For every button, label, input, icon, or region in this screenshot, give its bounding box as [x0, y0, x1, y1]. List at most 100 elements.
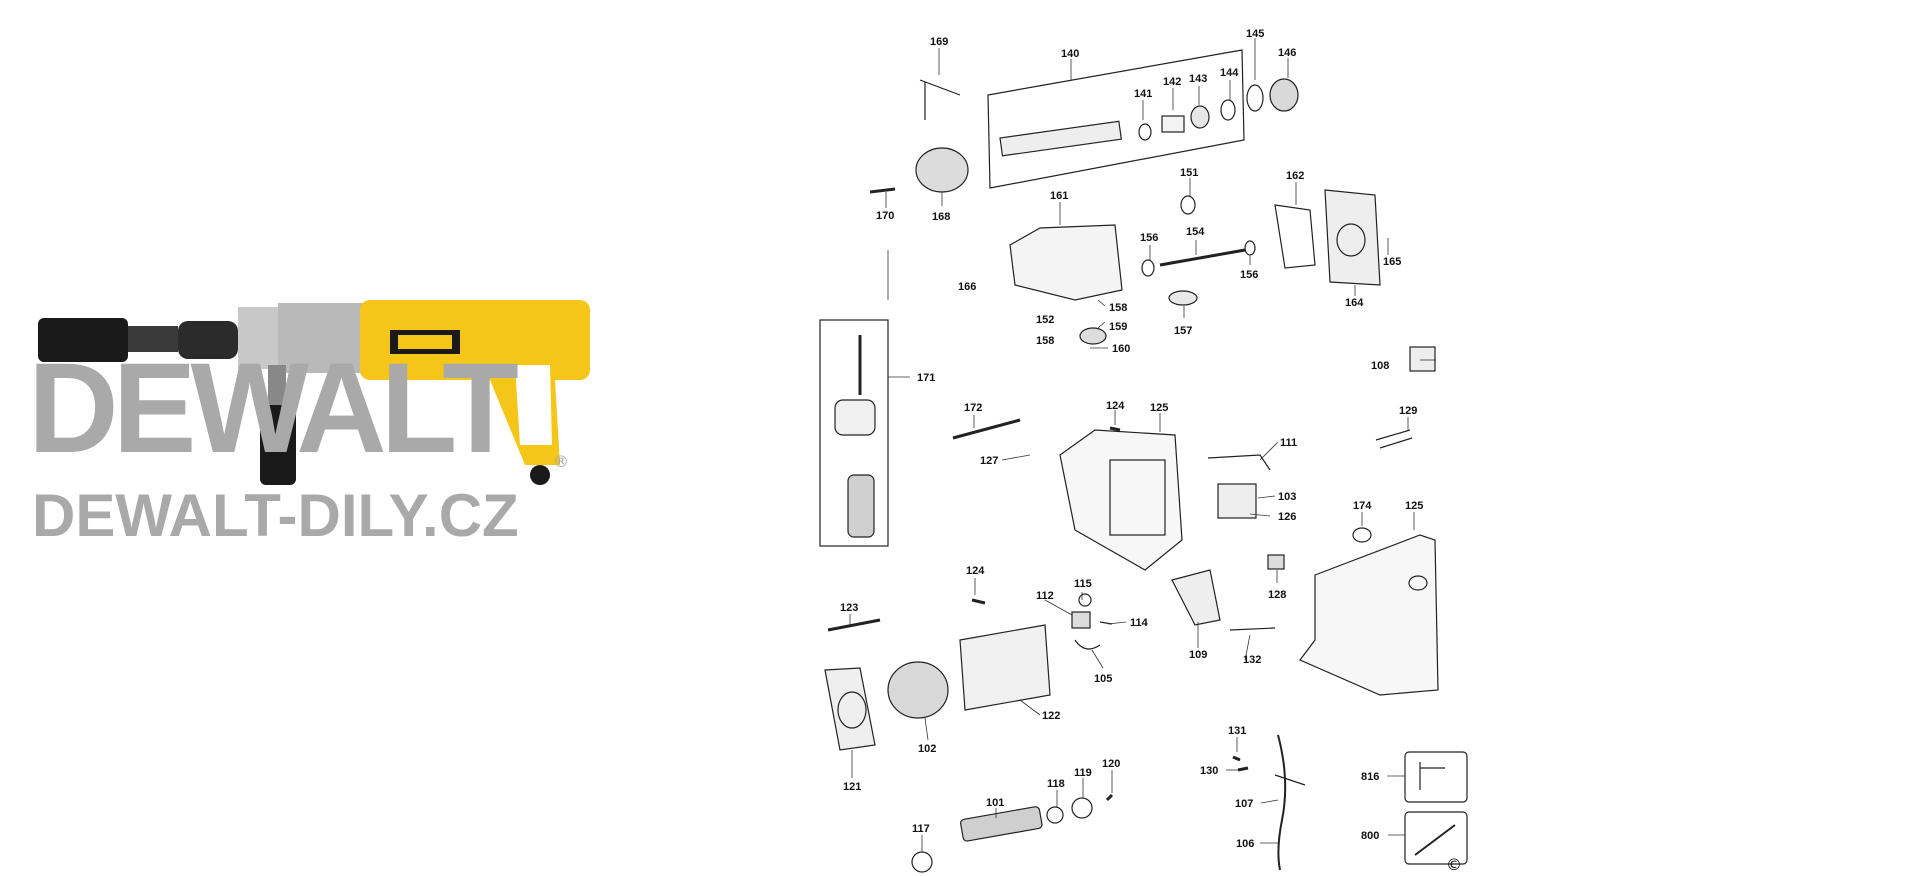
side-handle-frame	[819, 319, 889, 547]
label-130: 130	[1200, 765, 1218, 777]
label-128: 128	[1268, 589, 1286, 601]
handle-clamp	[834, 399, 876, 436]
screw-123	[827, 618, 881, 632]
part-159	[1079, 327, 1107, 345]
label-161: 161	[1050, 190, 1068, 202]
screw-120	[1105, 793, 1114, 802]
label-146: 146	[1278, 47, 1296, 59]
label-160: 160	[1112, 343, 1130, 355]
chuck	[178, 321, 238, 359]
label-151: 151	[1180, 167, 1198, 179]
cover-162	[1274, 204, 1316, 269]
label-140: 140	[1061, 48, 1079, 60]
brush-108	[1409, 346, 1436, 372]
field-102	[887, 661, 949, 719]
item-816	[1419, 762, 1445, 790]
label-120: 120	[1102, 758, 1120, 770]
bracket-111	[1207, 454, 1271, 471]
grip-171	[847, 474, 875, 538]
end-plate-121	[824, 667, 876, 751]
chuck-168	[915, 147, 969, 193]
spring-105	[1074, 639, 1101, 650]
item-800	[1414, 824, 1456, 856]
washer-144	[1220, 99, 1236, 121]
part-115	[1078, 593, 1092, 607]
label-174: 174	[1353, 500, 1372, 512]
label-109: 109	[1189, 649, 1207, 661]
stator-122	[959, 624, 1051, 711]
screw-124a	[971, 598, 986, 605]
label-158b: 158	[1036, 335, 1054, 347]
label-118: 118	[1047, 778, 1065, 790]
drill-body	[360, 300, 590, 380]
brush-holder-112	[1071, 611, 1091, 629]
rod-172	[952, 418, 1021, 440]
label-144: 144	[1220, 67, 1239, 79]
label-105: 105	[1094, 673, 1112, 685]
bolt-170	[869, 187, 896, 194]
side-handle	[260, 405, 296, 485]
label-124b: 124	[966, 565, 985, 577]
label-800: 800	[1361, 830, 1379, 842]
label-115: 115	[1074, 578, 1092, 590]
part-number-labels: 169 140 145 146 141 142 143 144 168 170 …	[840, 28, 1423, 850]
label-816: 816	[1361, 771, 1379, 783]
label-165: 165	[1383, 256, 1401, 268]
label-125b: 125	[1405, 500, 1423, 512]
label-114: 114	[1130, 617, 1149, 629]
collar	[238, 307, 278, 369]
label-154: 154	[1186, 226, 1205, 238]
label-171: 171	[917, 372, 935, 384]
drill-rear-section	[38, 318, 128, 362]
clamp-130	[1237, 766, 1249, 772]
chuck-key	[919, 79, 961, 120]
housing-half-125b	[1299, 534, 1439, 696]
washer-156a	[1141, 259, 1155, 277]
label-125a: 125	[1150, 402, 1168, 414]
label-111: 111	[1280, 437, 1297, 449]
label-156a: 156	[1140, 232, 1158, 244]
label-164: 164	[1345, 297, 1364, 309]
wires-129	[1375, 429, 1413, 449]
bearing-117	[911, 851, 933, 873]
housing-window	[1109, 459, 1166, 536]
screw-124b	[1109, 426, 1121, 432]
wire-132	[1229, 627, 1276, 631]
shaft-assembly-frame	[987, 49, 1245, 189]
cord-106	[1277, 734, 1287, 871]
label-122: 122	[1042, 710, 1060, 722]
housing-half-125a	[1059, 429, 1183, 571]
washer-145	[1246, 84, 1264, 112]
label-129: 129	[1399, 405, 1417, 417]
screw-131	[1232, 755, 1241, 762]
switch-103	[1217, 483, 1257, 519]
bushing-142	[1161, 115, 1185, 133]
armature-101	[960, 806, 1043, 842]
part-128	[1267, 554, 1285, 570]
label-102: 102	[918, 743, 936, 755]
label-119: 119	[1074, 767, 1092, 779]
label-117: 117	[912, 823, 930, 835]
part-157	[1168, 290, 1198, 306]
bearing-119	[1071, 797, 1093, 819]
label-121: 121	[843, 781, 861, 793]
label-108: 108	[1371, 360, 1389, 372]
label-162: 162	[1286, 170, 1304, 182]
label-142: 142	[1163, 76, 1181, 88]
copyright-mark: ©	[1446, 855, 1462, 874]
washer-118	[1046, 806, 1064, 824]
part-109	[1171, 569, 1221, 626]
part-174	[1352, 527, 1372, 543]
label-103: 103	[1278, 491, 1296, 503]
gear-in-164	[1336, 223, 1366, 257]
ring-141	[1138, 123, 1152, 141]
washer-156b	[1244, 240, 1256, 256]
gear-housing-161	[1009, 224, 1123, 301]
label-126: 126	[1278, 511, 1296, 523]
label-166: 166	[958, 281, 976, 293]
label-124a: 124	[1106, 400, 1125, 412]
label-123: 123	[840, 602, 858, 614]
bearing-143	[1190, 105, 1210, 129]
